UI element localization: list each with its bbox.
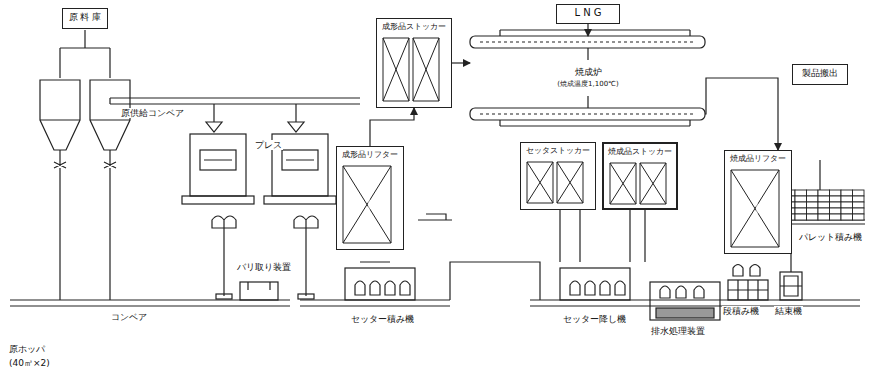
part-label: コンベア <box>110 312 148 322</box>
node-label: 原 料 庫 <box>67 11 103 24</box>
stocker-box: 成形品リフター <box>336 146 404 250</box>
part-label: 原供給コンベア <box>120 108 185 118</box>
process-box: L N G <box>556 4 620 24</box>
rack-symbol <box>378 36 448 105</box>
part-label: パレット積み機 <box>798 232 863 242</box>
process-box: 製品搬出 <box>792 64 848 85</box>
part-label: 段積み機 <box>722 306 760 316</box>
rack-symbol <box>605 161 675 208</box>
flow-connector <box>370 108 414 146</box>
node-label: セッタストッカー <box>525 145 591 156</box>
node-label: 焼成炉 <box>534 66 642 79</box>
flow-connector <box>587 24 588 36</box>
part-label: (40㎥×2) <box>8 358 51 368</box>
part-label: バリ取り装置 <box>236 262 292 272</box>
stocker-box: 焼成品ストッカー <box>602 142 678 210</box>
rack-symbol <box>522 160 592 207</box>
rack-symbol <box>338 164 400 247</box>
part-label: セッター積み機 <box>350 314 415 324</box>
node-label: L N G <box>561 7 615 18</box>
flow-connector <box>705 78 778 150</box>
rack-symbol <box>726 168 788 251</box>
part-label: プレス <box>254 140 283 150</box>
process-box: 焼成炉(焼成温度1,100℃) <box>530 58 646 96</box>
node-label: 焼成品ストッカー <box>608 146 672 157</box>
part-label: セッター降し機 <box>562 314 627 324</box>
node-label: 焼成品リフター <box>729 153 787 164</box>
node-label: 成形品リフター <box>341 149 399 160</box>
stocker-box: 焼成品リフター <box>724 150 792 254</box>
node-note: (焼成温度1,100℃) <box>534 79 642 89</box>
process-box: 原 料 庫 <box>62 8 108 29</box>
node-label: 成形品ストッカー <box>381 21 447 32</box>
stocker-box: 成形品ストッカー <box>376 18 452 108</box>
part-label: 結束機 <box>774 306 803 316</box>
node-label: 製品搬出 <box>797 67 843 80</box>
flow-connector <box>452 62 470 63</box>
part-label: 原ホッパ <box>8 344 46 354</box>
stocker-box: セッタストッカー <box>520 142 596 210</box>
part-label: 排水処理装置 <box>650 326 706 336</box>
